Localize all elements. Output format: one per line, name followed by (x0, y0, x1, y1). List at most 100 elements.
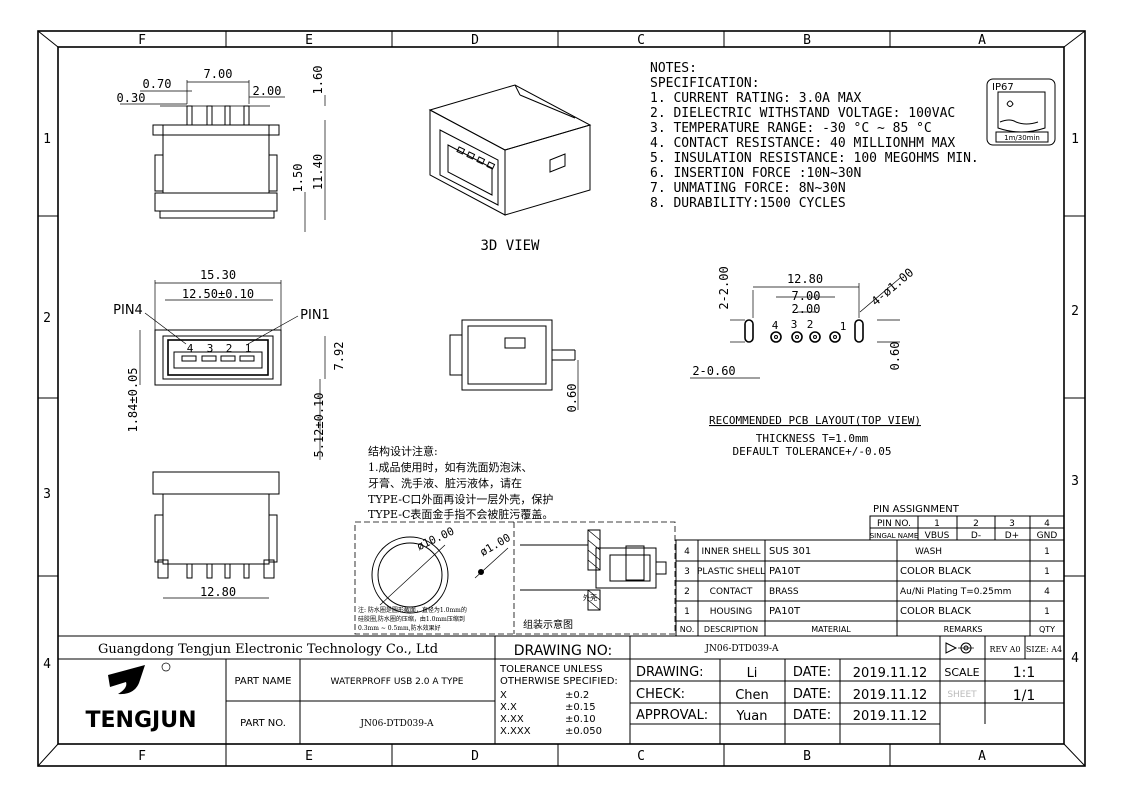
rev-value: REV A0 (989, 645, 1020, 654)
pcb-layout: 12.80 7.00 2.00 2-2.00 4-ø1.00 2-0.60 0.… (690, 265, 921, 458)
company-name: Guangdong Tengjun Electronic Technology … (98, 642, 438, 657)
detail-note-1: 硅胶圈,防水圈的压缩，由1.0mm压缩到 (358, 615, 465, 623)
shell-label: 外壳 (583, 593, 597, 602)
bom-r1-mat: PA10T (769, 606, 801, 617)
assembly-caption: 组装示意图 (523, 618, 573, 631)
bom-r1-rem: COLOR BLACK (900, 606, 971, 617)
signal-dplus: D+ (1005, 531, 1019, 541)
cn-note-2: 牙膏、洗手液、脏污液体，请在 (368, 476, 522, 490)
zone-top-c: C (637, 33, 645, 48)
signal-vbus: VBUS (925, 531, 950, 541)
dim-0-30: 0.30 (117, 91, 146, 105)
pcb-pin-4: 4 (772, 319, 779, 332)
sheet-value: 1/1 (1013, 688, 1036, 704)
size-value: SIZE: A4 (1026, 645, 1062, 654)
cn-note-4: TYPE-C表面金手指不会被脏污覆盖。 (368, 507, 553, 521)
row-1-right: 1 (1071, 132, 1079, 147)
pin-no-3: 3 (1009, 519, 1015, 529)
zone-dividers (38, 31, 1085, 766)
tol-xxxx-label: X.XXX (500, 726, 531, 737)
scale-label: SCALE (944, 666, 979, 679)
dim-side-0-60: 0.60 (565, 384, 579, 413)
ip-time-text: 1m/30min (1004, 134, 1040, 142)
bom-h-mat: MATERIAL (811, 625, 851, 634)
note-line-4: 3. TEMPERATURE RANGE: -30 °C ~ 85 °C (650, 121, 932, 136)
row-2-right: 2 (1071, 304, 1079, 319)
detail-dim-1-00: ø1.00 (478, 531, 513, 559)
front-pin-2: 2 (226, 342, 233, 355)
approval-label: APPROVAL: (636, 708, 708, 723)
view-3d-label: 3D VIEW (480, 238, 540, 254)
side-profile-view: 0.60 (449, 319, 579, 413)
detail-note-0: 注: 防水圈是圆形截面，直径为1.0mm的 (358, 606, 467, 614)
pcb-pin-2: 2 (807, 318, 814, 331)
logo-text: TENGJUN (86, 708, 197, 733)
drawing-label: DRAWING: (636, 665, 704, 680)
note-line-8: 7. UNMATING FORCE: 8N~30N (650, 181, 846, 196)
zone-bottom-c: C (637, 749, 645, 764)
tengjun-logo: TENGJUN (86, 662, 197, 733)
tolerance-line-0: TOLERANCE UNLESS (499, 664, 603, 675)
pin-no-label: PIN NO. (877, 519, 911, 529)
tol-x-label: X (500, 690, 507, 701)
scale-value: 1:1 (1013, 665, 1036, 681)
bom-r4-rem: WASH (915, 547, 942, 557)
check-by: Chen (735, 688, 769, 703)
row-3-left: 3 (43, 487, 51, 502)
pcb-tolerance: DEFAULT TOLERANCE+/-0.05 (733, 445, 892, 458)
pcb-dim-2-00: 2.00 (792, 302, 821, 316)
dim-1-60: 1.60 (311, 66, 325, 95)
part-name-value: WATERPROFF USB 2.0 A TYPE (331, 677, 464, 687)
tol-xx-value: ±0.15 (565, 702, 596, 713)
zone-bottom-d: D (471, 749, 479, 764)
front-pin-4: 4 (187, 342, 194, 355)
bom-r2-rem: Au/Ni Plating T=0.25mm (900, 587, 1011, 597)
bom-r3-no: 3 (684, 567, 690, 577)
bom-h-qty: QTY (1039, 625, 1055, 634)
signal-name-label: SINGAL NAME (870, 532, 919, 540)
detail-dim-10-00: ø10.00 (415, 525, 457, 554)
note-line-9: 8. DURABILITY:1500 CYCLES (650, 196, 846, 211)
assembly-notes: 结构设计注意: 1.成品使用时，如有洗面奶泡沫、 牙膏、洗手液、脏污液体，请在 … (368, 444, 553, 521)
part-no-label: PART NO. (240, 718, 286, 729)
bom-table: 4 INNER SHELL SUS 301 WASH 1 3 PLASTIC S… (675, 539, 1065, 637)
zone-bottom-f: F (138, 749, 146, 764)
bom-r2-mat: BRASS (769, 587, 799, 597)
pcb-dim-12-80: 12.80 (787, 272, 823, 286)
cn-note-3: TYPE-C口外面再设计一层外壳，保护 (368, 492, 553, 506)
title-block: Guangdong Tengjun Electronic Technology … (58, 635, 1064, 744)
bom-h-desc: DESCRIPTION (704, 625, 758, 634)
bom-h-no: NO. (680, 625, 695, 634)
bom-r1-qty: 1 (1044, 607, 1050, 617)
detail-note-2: 0.3mm ~ 0.5mm,防水效果好 (358, 624, 441, 632)
zone-top-a: A (978, 33, 986, 48)
pin-no-2: 2 (973, 519, 979, 529)
bom-r3-rem: COLOR BLACK (900, 566, 971, 577)
bom-r2-desc: CONTACT (710, 587, 753, 597)
note-line-2: 1. CURRENT RATING: 3.0A MAX (650, 91, 861, 106)
ip67-badge: IP67 1m/30min (986, 78, 1056, 146)
approval-date: 2019.11.12 (853, 709, 927, 724)
drawing-date: 2019.11.12 (853, 666, 927, 681)
note-line-7: 6. INSERTION FORCE :10N~30N (650, 166, 861, 181)
note-line-0: NOTES: (650, 61, 697, 76)
front-pin-3: 3 (207, 342, 214, 355)
pcb-dim-2-2-00: 2-2.00 (717, 266, 731, 309)
pcb-dim-7-00: 7.00 (792, 289, 821, 303)
pin-no-1: 1 (934, 519, 940, 529)
dim-12-80: 12.80 (200, 585, 236, 599)
signal-dminus: D- (971, 531, 981, 541)
pcb-pin-3: 3 (791, 318, 798, 331)
drawing-no-label: DRAWING NO: (514, 643, 612, 659)
zone-top-d: D (471, 33, 479, 48)
bom-r2-no: 2 (684, 587, 690, 597)
bom-r2-qty: 4 (1044, 587, 1050, 597)
cn-note-0: 结构设计注意: (368, 444, 438, 458)
front-view: 4 3 2 1 15.30 12.50±0.10 PIN4 PIN1 7.92 … (113, 268, 346, 460)
check-date-label: DATE: (793, 687, 831, 702)
ip67-text: IP67 (992, 82, 1014, 93)
tol-x-value: ±0.2 (565, 690, 589, 701)
drawing-by: Li (747, 666, 758, 681)
inner-border (57, 46, 1065, 745)
